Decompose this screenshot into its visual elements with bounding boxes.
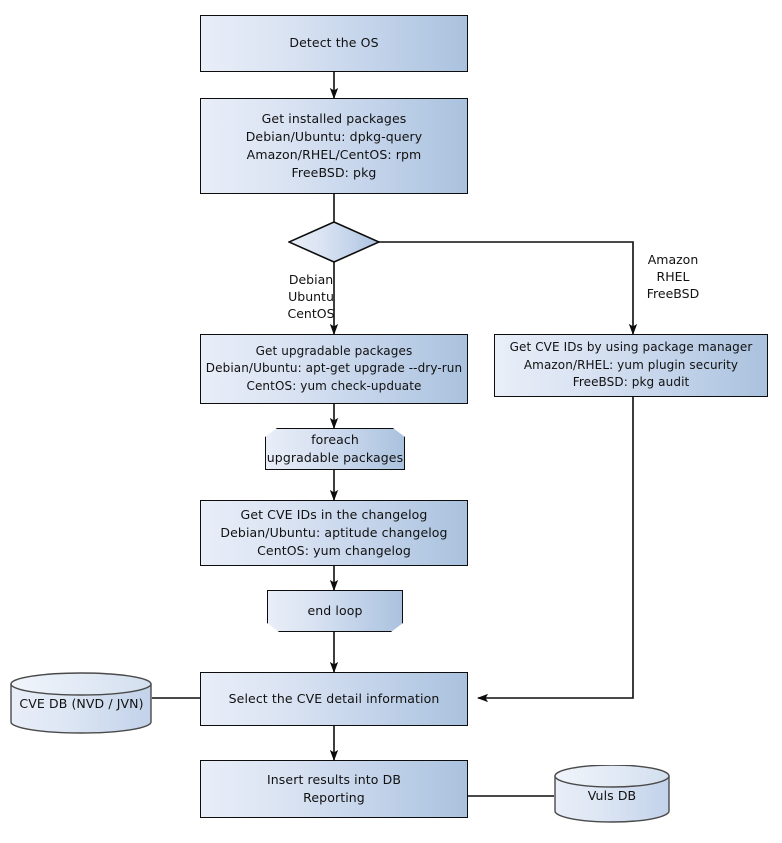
node-get-installed-packages-text: Get installed packages Debian/Ubuntu: dp… [246, 110, 423, 183]
node-vuls-db-label: Vuls DB [587, 788, 637, 803]
node-detect-os-label: Detect the OS [289, 35, 379, 51]
upgradable-line-2: Debian/Ubuntu: apt-get upgrade --dry-run [205, 361, 463, 376]
changelog-line-3: CentOS: yum changelog [257, 543, 411, 559]
node-detect-os[interactable]: Detect the OS [200, 15, 468, 72]
changelog-line-1: Get CVE IDs in the changelog [240, 506, 428, 522]
upgradable-line-1: Get upgradable packages [255, 343, 413, 358]
node-os-branch-decision[interactable] [288, 221, 380, 263]
node-foreach-loop-start[interactable]: foreach upgradable packages [265, 428, 405, 470]
installed-line-4: FreeBSD: pkg [291, 165, 377, 181]
foreach-line-2: upgradable packages [266, 450, 404, 465]
installed-line-2: Debian/Ubuntu: dpkg-query [245, 128, 423, 144]
node-insert-results-text: Insert results into DB Reporting [267, 771, 401, 807]
node-vuls-db[interactable]: Vuls DB [554, 765, 670, 823]
installed-line-3: Amazon/RHEL/CentOS: rpm [246, 147, 422, 162]
pkgmgr-line-1: Get CVE IDs by using package manager [509, 340, 753, 355]
insert-line-1: Insert results into DB [267, 771, 401, 787]
node-select-cve-detail-label: Select the CVE detail information [228, 690, 440, 706]
changelog-line-2: Debian/Ubuntu: aptitude changelog [220, 524, 448, 540]
node-get-cve-ids-changelog[interactable]: Get CVE IDs in the changelog Debian/Ubun… [200, 500, 468, 566]
node-get-installed-packages[interactable]: Get installed packages Debian/Ubuntu: dp… [200, 98, 468, 194]
node-foreach-loop-start-text: foreach upgradable packages [267, 431, 403, 467]
foreach-line-1: foreach [311, 431, 359, 447]
edge-pkgmanager-to-select [476, 397, 634, 703]
edge-decision-to-pkgmanager [378, 241, 638, 336]
pkgmgr-line-2: Amazon/RHEL: yum plugin security [523, 357, 739, 372]
node-end-loop-label: end loop [307, 602, 363, 618]
insert-line-2: Reporting [303, 790, 365, 805]
node-cve-db[interactable]: CVE DB (NVD / JVN) [10, 672, 153, 734]
node-get-cve-ids-package-manager[interactable]: Get CVE IDs by using package manager Ama… [494, 334, 768, 397]
edge-label-right-branch: Amazon RHEL FreeBSD [646, 252, 700, 301]
node-get-upgradable-packages[interactable]: Get upgradable packages Debian/Ubuntu: a… [200, 334, 468, 404]
node-insert-results[interactable]: Insert results into DB Reporting [200, 760, 468, 818]
installed-line-1: Get installed packages [261, 110, 407, 126]
edge-label-left-branch: Debian Ubuntu CentOS [287, 272, 335, 321]
node-get-cve-ids-package-manager-text: Get CVE IDs by using package manager Ama… [510, 339, 753, 391]
node-get-cve-ids-changelog-text: Get CVE IDs in the changelog Debian/Ubun… [220, 506, 447, 560]
node-get-upgradable-packages-text: Get upgradable packages Debian/Ubuntu: a… [206, 343, 462, 395]
upgradable-line-3: CentOS: yum check-upduate [246, 378, 422, 393]
node-end-loop[interactable]: end loop [267, 590, 403, 632]
node-select-cve-detail[interactable]: Select the CVE detail information [200, 672, 468, 726]
pkgmgr-line-3: FreeBSD: pkg audit [572, 375, 690, 390]
node-cve-db-label: CVE DB (NVD / JVN) [19, 696, 144, 711]
